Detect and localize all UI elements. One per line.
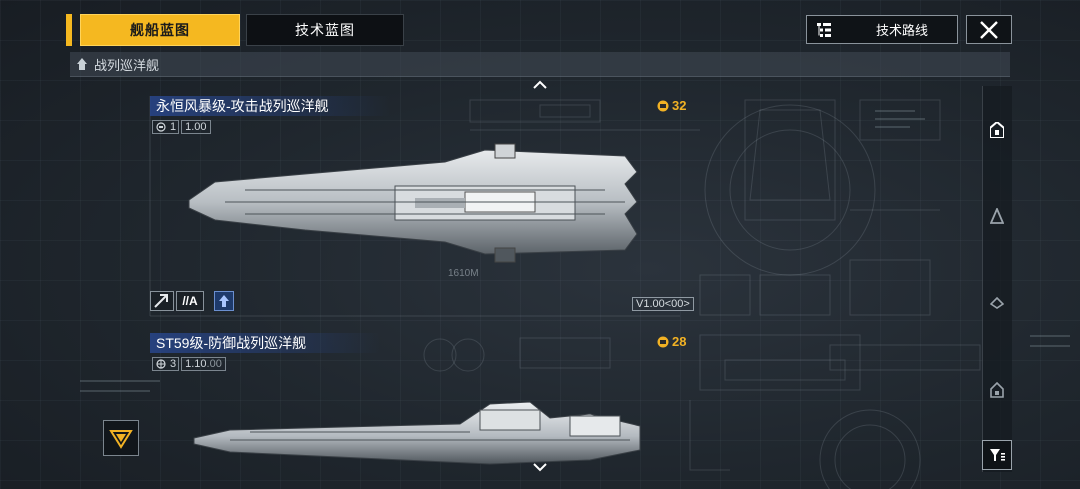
ship-meta: 1 1.00 <box>152 120 211 134</box>
scroll-down-chevron-icon[interactable] <box>532 462 548 472</box>
ship-class-rail <box>982 86 1012 472</box>
fleet-count: 3 <box>170 358 177 370</box>
ship-meta: 3 1.10.00 <box>152 357 226 371</box>
ship-cost: 32 <box>657 98 686 113</box>
scroll-up-chevron-icon[interactable] <box>532 80 548 90</box>
category-label: 战列巡洋舰 <box>94 57 160 73</box>
ship-version-tag: V1.00<00> <box>632 297 694 311</box>
command-point-icon <box>657 336 669 347</box>
faction-emblem-button[interactable] <box>103 420 139 456</box>
list-tree-icon <box>817 23 831 37</box>
fleet-count-box: 3 <box>152 357 180 371</box>
filter-icon <box>990 449 1005 461</box>
role-badge: //A <box>176 291 204 311</box>
fleet-count: 1 <box>170 121 177 133</box>
ship-version: 1.00 <box>181 120 211 134</box>
ship-model-image[interactable] <box>185 142 645 267</box>
carrier-icon[interactable] <box>990 295 1004 311</box>
tab-ship-blueprint[interactable]: 舰船蓝图 <box>66 14 240 46</box>
close-button[interactable] <box>966 15 1012 44</box>
command-point-icon <box>657 100 669 111</box>
category-bar: 战列巡洋舰 <box>70 52 1010 77</box>
fleet-icon <box>156 122 166 132</box>
ship-cost: 28 <box>657 334 686 349</box>
fleet-icon <box>156 359 166 369</box>
tech-route-button[interactable]: 技术路线 <box>806 15 958 44</box>
ship-name: 永恒风暴级-攻击战列巡洋舰 <box>150 96 390 116</box>
fleet-count-box: 1 <box>152 120 180 134</box>
ship-cost-value: 32 <box>672 98 687 113</box>
ship-cost-value: 28 <box>672 334 687 349</box>
upgrade-badge[interactable] <box>214 291 234 311</box>
ship-name: ST59级-防御战列巡洋舰 <box>150 333 380 353</box>
cruiser-icon[interactable] <box>990 382 1004 398</box>
close-icon <box>980 20 998 39</box>
frigate-icon[interactable] <box>990 208 1004 224</box>
tech-route-label: 技术路线 <box>875 23 928 38</box>
weapon-type-badge <box>150 291 174 311</box>
ship-class-icon <box>77 58 87 70</box>
arrow-up-icon <box>219 295 229 307</box>
battlecruiser-icon[interactable] <box>990 122 1004 138</box>
faction-emblem-icon <box>109 430 133 449</box>
ship-length: 1610M <box>448 268 479 279</box>
missile-icon <box>154 294 168 308</box>
tab-tech-blueprint[interactable]: 技术蓝图 <box>246 14 404 46</box>
filter-button[interactable] <box>982 440 1012 470</box>
ship-version: 1.10.00 <box>181 357 226 371</box>
ship-model-image[interactable] <box>190 400 650 470</box>
